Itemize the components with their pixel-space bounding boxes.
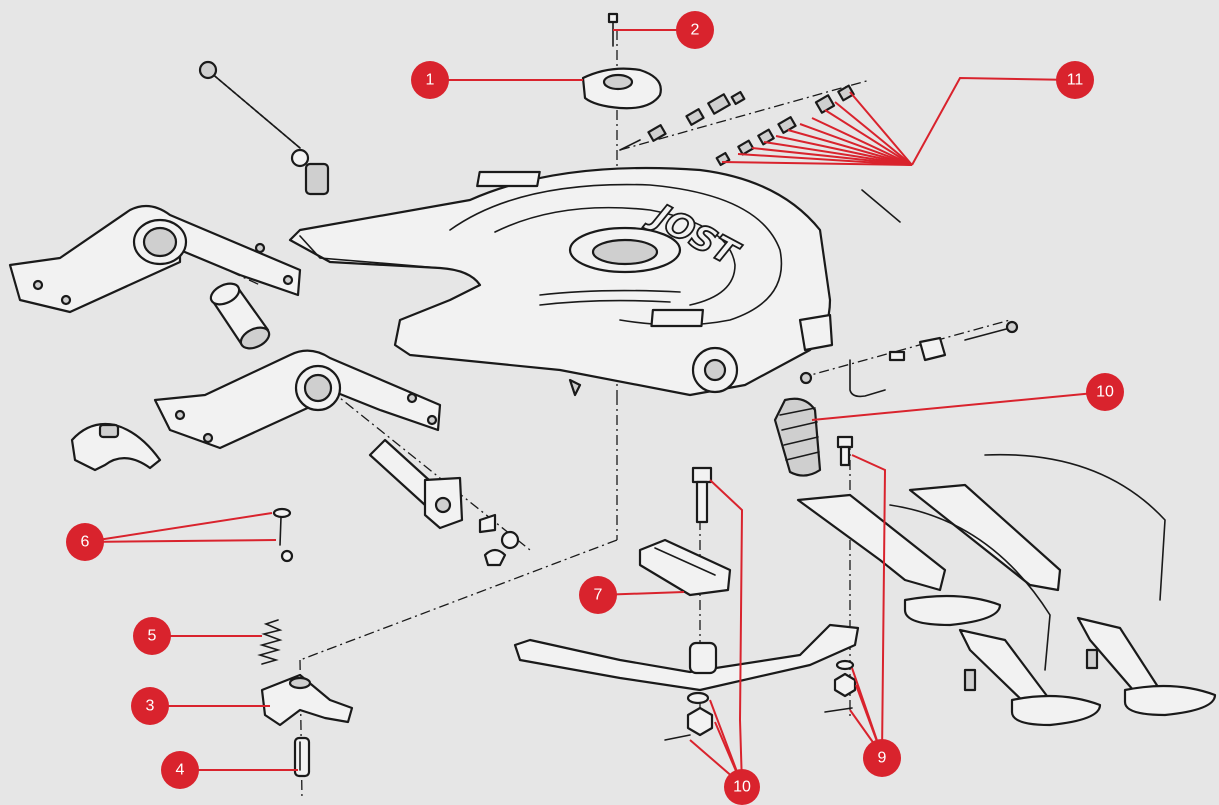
part-7-slide-block [638,538,732,597]
part-4-pin [293,736,311,778]
svg-text:4: 4 [176,762,185,779]
callout-10-lower: 10 [724,769,760,805]
bushing [209,282,271,350]
part-6-pin-chain [272,507,294,563]
part-5-spring [257,619,283,665]
mounting-bracket-upper [8,204,302,314]
callout-7: 7 [579,576,617,614]
bolt-center [691,466,713,524]
release-handle [513,623,860,692]
long-bolt [198,60,330,196]
svg-text:11: 11 [1067,72,1084,89]
svg-text:7: 7 [594,587,603,604]
svg-text:9: 9 [878,750,887,767]
callout-6: 6 [66,523,104,561]
svg-text:3: 3 [146,698,155,715]
callout-1: 1 [411,61,449,99]
leader-lines [84,29,1106,786]
svg-text:10: 10 [733,779,751,796]
callout-4: 4 [161,751,199,789]
fifth-wheel-top-plate: JOST [288,166,834,397]
saddle-pad [70,422,162,472]
release-linkage [568,320,1019,398]
nut-washer-pin-set-10 [664,691,714,741]
callout-9: 9 [863,739,901,777]
part-1-lock-ring [581,67,662,110]
callout-2: 2 [676,11,714,49]
part-2-bolt [607,12,619,47]
callout-10-upper: 10 [1086,373,1124,411]
mounting-bracket-lower [153,349,442,450]
callout-11: 11 [1056,61,1094,99]
svg-text:2: 2 [691,22,700,39]
mounting-rails-right [796,453,1217,727]
svg-text:1: 1 [426,72,435,89]
callout-5: 5 [133,617,171,655]
part-10-rubber-boot [773,397,822,477]
pivot-pin [368,438,520,567]
callouts: 2 1 11 10 6 7 5 3 4 9 10 [66,11,1124,805]
part-3-latch [260,673,354,727]
part-9-hardware [824,435,857,713]
svg-text:10: 10 [1096,384,1114,401]
callout-3: 3 [131,687,169,725]
svg-text:5: 5 [148,628,157,645]
svg-text:6: 6 [81,534,90,551]
